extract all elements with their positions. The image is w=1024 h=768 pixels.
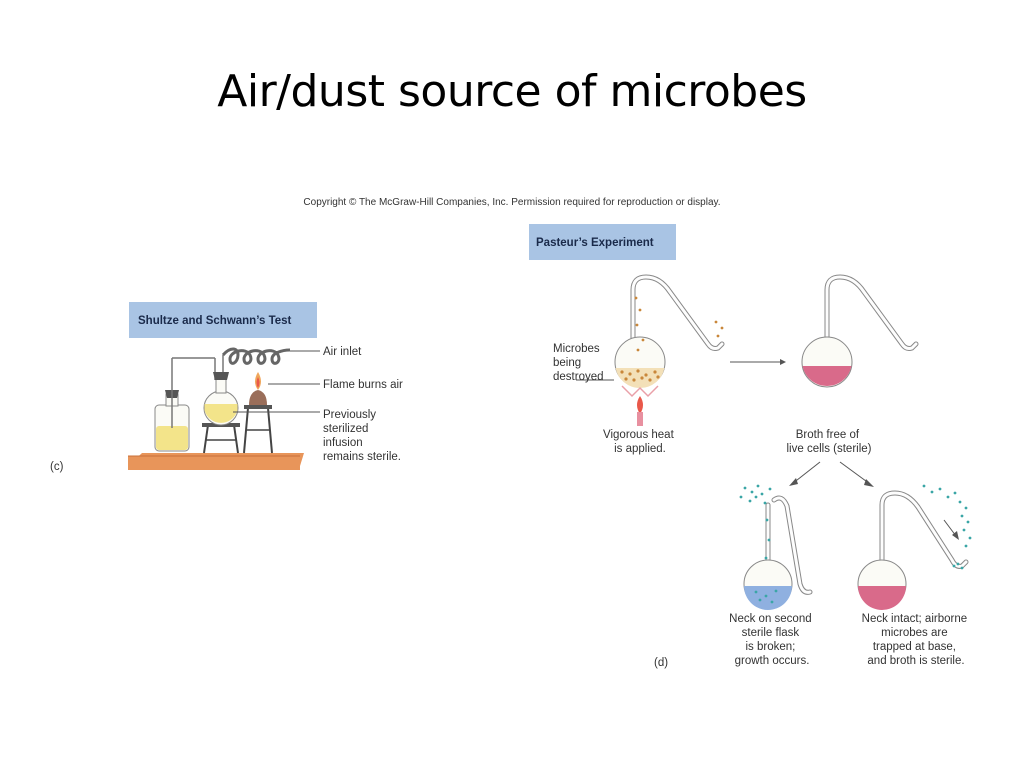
panel-c-label: (c) bbox=[50, 461, 64, 473]
broth-free-label: Broth free of live cells (sterile) bbox=[787, 429, 872, 455]
panel-c-header-box bbox=[129, 302, 317, 338]
collection-bottle bbox=[154, 357, 216, 452]
air-inlet-label: Air inlet bbox=[323, 346, 362, 358]
broken-neck-label: Neck on second sterile flask is broken; … bbox=[729, 613, 815, 667]
burner bbox=[243, 372, 273, 454]
sterile-flask bbox=[801, 274, 919, 388]
branch-arrowhead-right bbox=[864, 479, 874, 487]
heated-coil bbox=[221, 347, 291, 365]
heated-flask bbox=[614, 274, 725, 426]
copyright-notice: Copyright © The McGraw-Hill Companies, I… bbox=[303, 197, 721, 208]
panel-d-header: Pasteur’s Experiment bbox=[536, 237, 654, 249]
branch-arrow-right bbox=[839, 461, 871, 485]
intact-neck-flask bbox=[857, 484, 972, 610]
panel-d: Pasteur’s Experiment Microbes being des bbox=[529, 224, 972, 669]
infusion-flask bbox=[202, 355, 240, 454]
panel-c: Shultze and Schwann’s Test bbox=[50, 302, 403, 473]
heat-label: Vigorous heat is applied. bbox=[603, 429, 677, 455]
intact-neck-label: Neck intact; airborne microbes are trapp… bbox=[862, 613, 971, 667]
slide-title: Air/dust source of microbes bbox=[217, 66, 807, 117]
panel-c-header: Shultze and Schwann’s Test bbox=[138, 315, 292, 327]
microbes-label: Microbes being destroyed bbox=[553, 343, 604, 383]
flame-label: Flame burns air bbox=[323, 379, 403, 391]
panel-d-header-box bbox=[529, 224, 676, 260]
infusion-label: Previously sterilized infusion remains s… bbox=[323, 409, 401, 463]
broken-neck-flask bbox=[739, 484, 813, 610]
branch-arrowhead-left bbox=[789, 478, 798, 486]
panel-d-label: (d) bbox=[654, 657, 668, 669]
lab-table bbox=[128, 453, 304, 470]
process-arrowhead bbox=[780, 359, 786, 365]
